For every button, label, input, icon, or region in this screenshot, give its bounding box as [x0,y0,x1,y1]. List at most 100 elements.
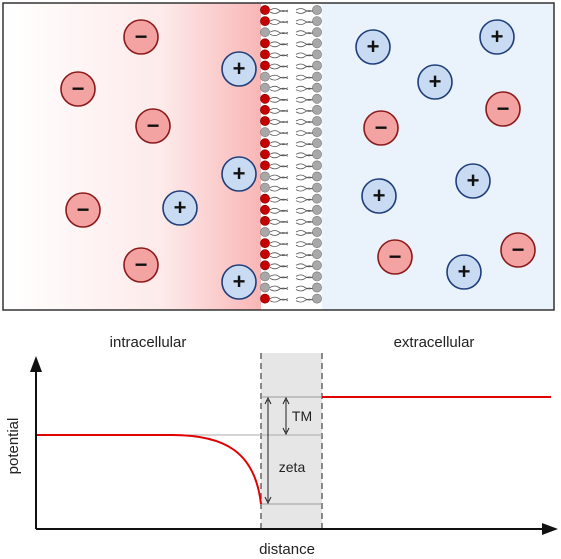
lipid-tail [269,108,289,114]
lipid-tail [295,219,315,225]
membrane-band [261,353,322,529]
charged-lipid-head [260,260,270,271]
plus-sign: + [367,34,380,59]
lipid-tail [295,285,315,292]
lipid-tail [269,152,289,159]
charged-lipid-head [260,5,270,15]
lipid-head [312,204,322,215]
lipid-tail [295,230,315,236]
potential-curve-intracellular [36,434,262,505]
lipid-tail [269,174,289,181]
lipid-head [312,149,322,160]
lipid-head [312,138,322,149]
lipid-head [260,282,270,293]
lipid-head [260,182,270,193]
lipid-tail [269,241,289,247]
negative-ion-circle [363,110,399,146]
lipid-tail [295,19,315,25]
negative-ion: − [60,71,96,107]
lipid-head [312,193,322,204]
lipid-head [312,160,322,171]
positive-ion: + [221,264,257,300]
lipid-head [312,260,322,271]
lipid-head [312,182,322,193]
lipid-head [312,5,322,15]
lipid-tail [295,52,315,59]
lipid-tail [295,85,315,92]
charged-lipid-head [260,138,270,149]
positive-ion: + [221,51,257,87]
lipid-tail [295,274,315,281]
positive-ion: + [355,29,391,65]
charged-lipid-head [260,49,270,60]
negative-ion: − [500,232,536,268]
plus-sign: + [458,259,471,284]
positive-ion-circle [221,264,257,300]
lipid-tail [269,119,289,125]
charged-lipid-head [260,38,270,49]
intracellular-label: intracellular [110,334,187,351]
lipid-head [260,127,270,138]
lipid-tail [269,130,289,136]
lipid-tail [269,8,289,14]
lipid-tail [295,8,315,14]
potential-graph: TM zeta potential distance [5,353,558,558]
extracellular-label: extracellular [394,334,475,351]
negative-ion-circle [123,247,159,283]
tm-label: TM [292,408,312,424]
positive-ion: + [479,19,515,55]
negative-ion-circle [65,192,101,228]
lipid-tail [295,74,315,81]
plus-sign: + [233,161,246,186]
negative-ion: − [135,108,171,144]
negative-ion-circle [377,239,413,275]
plus-sign: + [429,69,442,94]
panel-border [2,2,555,311]
lipid-tail [269,285,289,292]
lipid-head [260,171,270,182]
plus-sign: + [373,183,386,208]
positive-ion: + [417,64,453,100]
lipid-head [312,293,322,304]
lipid-tail [295,130,315,136]
lipid-tail [269,52,289,59]
lipid-tail [269,219,289,225]
charged-lipid-head [260,249,270,260]
negative-ion: − [485,91,521,127]
lipid-tail [269,141,289,148]
lipid-head [312,82,322,93]
charged-lipid-head [260,193,270,204]
lipid-head [312,271,322,282]
negative-ion: − [65,192,101,228]
lipid-bilayer [260,5,322,304]
negative-ion-circle [500,232,536,268]
lipid-tail [269,63,289,70]
lipid-tail [269,19,289,25]
minus-sign: − [147,113,160,138]
positive-ion-circle [361,178,397,214]
lipid-head [260,227,270,237]
lipid-tail [269,185,289,192]
lipid-head [312,49,322,60]
lipid-tail [269,196,289,203]
lipid-tail [295,63,315,70]
charged-lipid-head [260,238,270,248]
minus-sign: − [135,252,148,277]
lipid-tail [295,296,315,303]
lipid-tail [295,252,315,259]
negative-ion: − [123,247,159,283]
lipid-tail [295,152,315,159]
charged-lipid-head [260,215,270,226]
positive-ion: + [455,163,491,199]
lipid-tail [295,96,315,103]
tm-arrowhead-bottom [282,427,290,436]
charged-lipid-head [260,116,270,126]
lipid-tail [269,207,289,214]
charged-lipid-head [260,160,270,171]
lipid-tail [269,274,289,281]
lipid-head [312,16,322,26]
positive-ion-circle [446,254,482,290]
lipid-tail [269,85,289,92]
lipid-tail [295,263,315,270]
